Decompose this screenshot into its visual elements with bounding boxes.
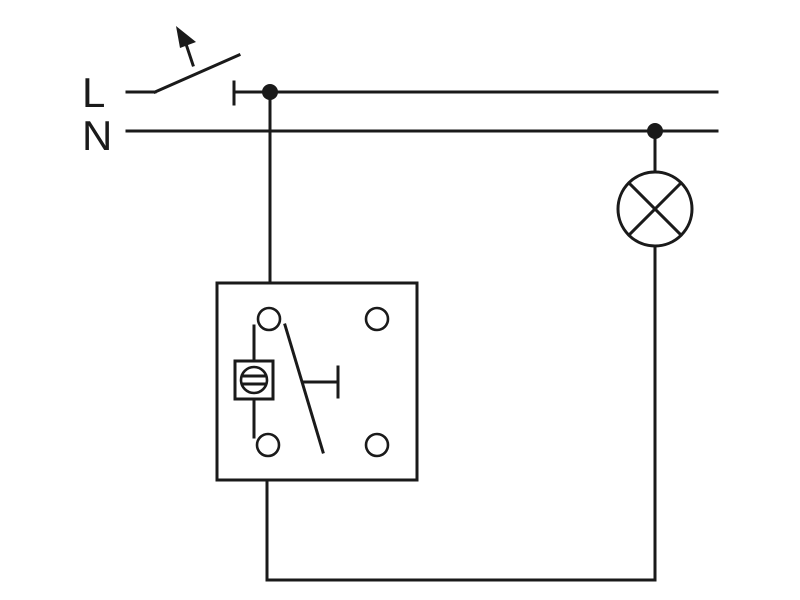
- label-neutral: N: [82, 112, 112, 159]
- line-rail: [125, 53, 719, 106]
- return-wire: [265, 244, 657, 582]
- terminal-top-left: [256, 306, 282, 332]
- pushbutton-module: [215, 281, 419, 482]
- pushbutton-blade: [283, 323, 325, 454]
- main-switch-arrow-icon: [176, 26, 196, 67]
- lamp: [616, 129, 694, 248]
- lamp-cross-b: [626, 180, 684, 238]
- terminal-bottom-left: [255, 432, 281, 458]
- label-line: L: [82, 69, 105, 116]
- indicator-lamp-icon: [233, 324, 275, 439]
- main-switch-blade: [153, 53, 241, 94]
- terminal-bottom-right: [364, 432, 390, 458]
- terminal-top-right: [364, 306, 390, 332]
